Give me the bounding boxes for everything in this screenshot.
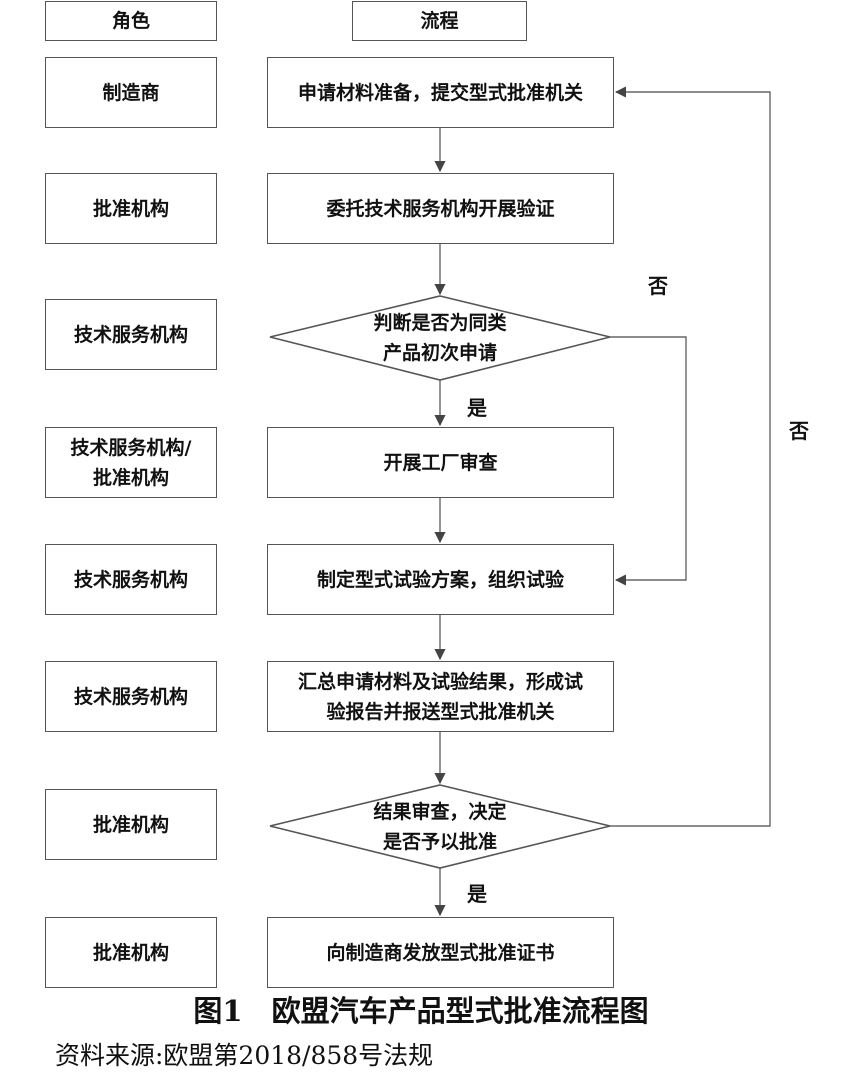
role-box-3: 技术服务机构 [45,299,217,370]
decision-2-text: 结果审查，决定 是否予以批准 [373,801,507,853]
label-no-1: 否 [648,274,668,298]
label-no-2: 否 [789,419,809,443]
decision-diamond-2 [269,784,611,869]
step-entrust-technical-service: 委托技术服务机构开展验证 [267,173,614,244]
arrow-decision2-no [610,86,771,827]
step-test-report: 汇总申请材料及试验结果，形成试 验报告并报送型式批准机关 [267,661,614,732]
figure-caption: 图1 欧盟汽车产品型式批准流程图 [193,994,649,1028]
step-test-plan: 制定型式试验方案，组织试验 [267,544,614,615]
role-box-8: 批准机构 [45,917,217,988]
role-box-2: 批准机构 [45,173,217,244]
role-box-7: 批准机构 [45,789,217,860]
role-box-4: 技术服务机构/ 批准机构 [45,427,217,498]
step-submit-application: 申请材料准备，提交型式批准机关 [267,57,614,128]
role-box-5: 技术服务机构 [45,544,217,615]
role-box-1: 制造商 [45,57,217,128]
process-column-header: 流程 [352,1,527,41]
decision-1-text: 判断是否为同类 产品初次申请 [373,312,507,364]
step-factory-review: 开展工厂审查 [267,427,614,498]
arrow-decision1-no [610,336,687,586]
role-box-6: 技术服务机构 [45,661,217,732]
source-note: 资料来源:欧盟第2018/858号法规 [55,1041,434,1070]
label-yes-1: 是 [467,396,487,420]
decision-diamond-1 [269,295,611,381]
label-yes-2: 是 [467,882,487,906]
role-column-header: 角色 [45,1,217,41]
step-issue-certificate: 向制造商发放型式批准证书 [267,917,614,988]
